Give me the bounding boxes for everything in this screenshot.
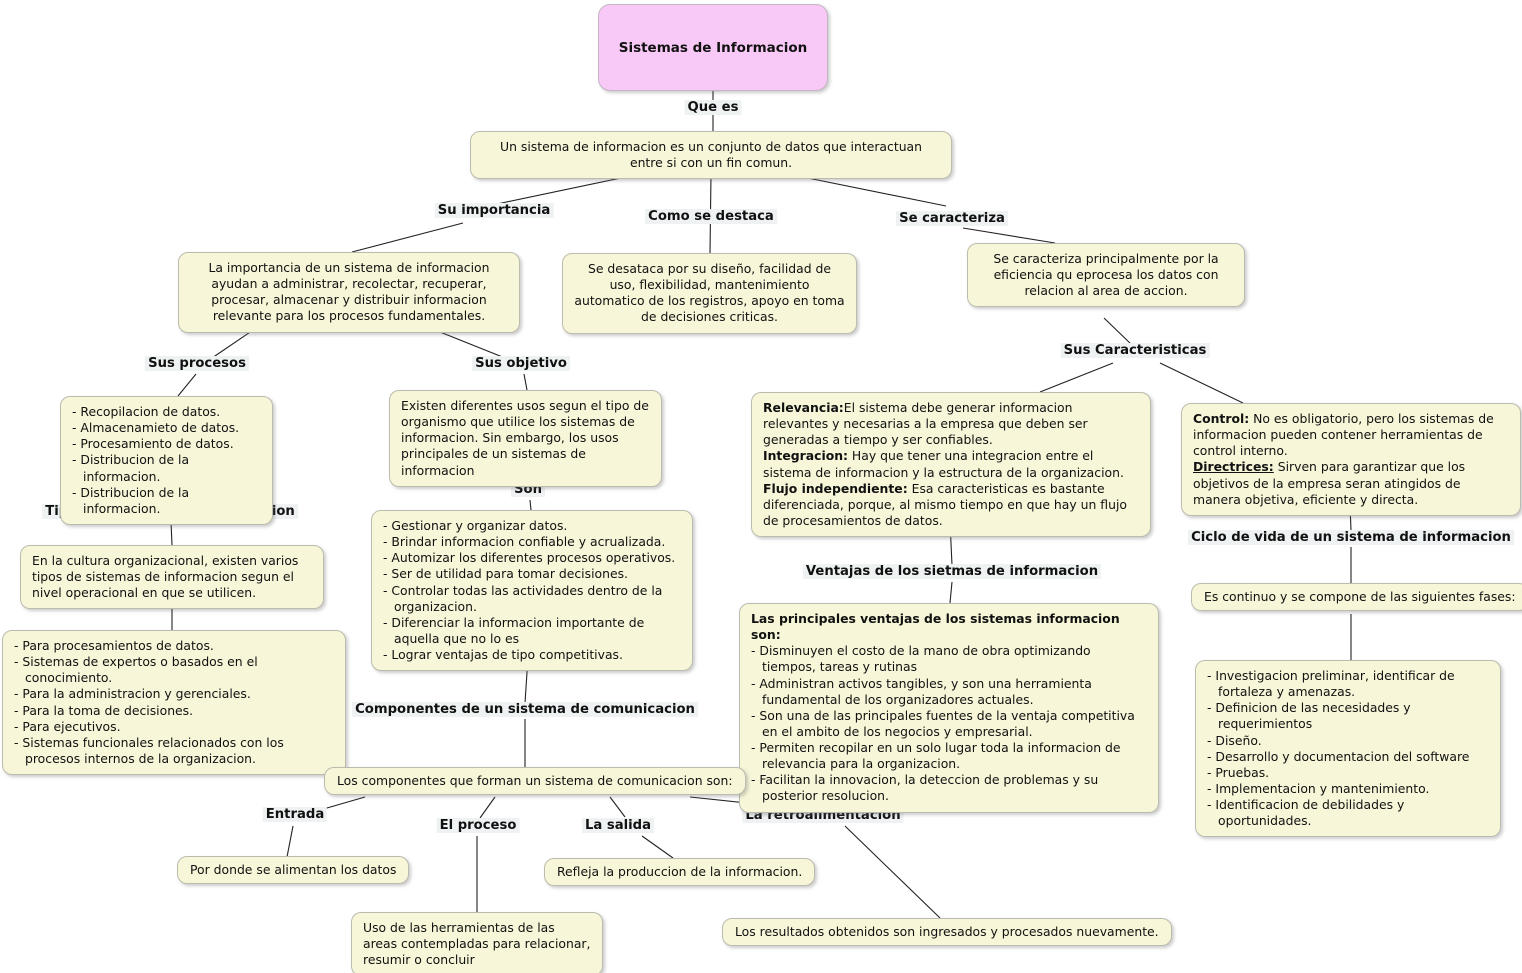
node-entrada-def[interactable]: Por donde se alimentan los datos bbox=[177, 856, 410, 885]
control-text: No es obligatorio, pero los sistemas de … bbox=[1193, 411, 1494, 459]
integracion-text: Hay que tener una integracion entre el s… bbox=[763, 448, 1124, 480]
node-caracteristicas-detalle[interactable]: Relevancia:El sistema debe generar infor… bbox=[751, 392, 1151, 537]
node-se-caracteriza[interactable]: Se caracteriza principalmente por la efi… bbox=[967, 243, 1245, 308]
list-item: - Automizar los diferentes procesos oper… bbox=[383, 550, 676, 566]
directrices-label: Directrices: bbox=[1193, 459, 1274, 475]
connector-line bbox=[170, 521, 173, 546]
link-label-que-es[interactable]: Que es bbox=[684, 100, 742, 115]
node-control-directrices[interactable]: Control: No es obligatorio, pero los sis… bbox=[1181, 403, 1521, 516]
integracion-label: Integracion: bbox=[763, 448, 848, 464]
node-tipos-lista[interactable]: - Para procesamientos de datos.- Sistema… bbox=[2, 630, 346, 775]
list-item: - Ser de utilidad para tomar decisiones. bbox=[383, 566, 628, 582]
connector-line bbox=[479, 796, 496, 819]
connector-line bbox=[609, 796, 626, 818]
connector-line bbox=[523, 373, 528, 391]
link-label-su-importancia[interactable]: Su importancia bbox=[434, 203, 554, 218]
node-ventajas[interactable]: Las principales ventajas de los sistemas… bbox=[739, 603, 1159, 813]
connector-line bbox=[1103, 317, 1134, 347]
link-label-ventajas[interactable]: Ventajas de los sietmas de informacion bbox=[802, 564, 1102, 579]
connector-line bbox=[844, 825, 941, 919]
list-item: - Pruebas. bbox=[1207, 764, 1270, 780]
root-title: Sistemas de Informacion bbox=[618, 39, 808, 56]
connector-line bbox=[962, 227, 1056, 244]
node-como-se-destaca[interactable]: Se desataca por su diseño, facilidad de … bbox=[562, 253, 857, 334]
caracteristica-control: Control: No es obligatorio, pero los sis… bbox=[1193, 411, 1509, 459]
node-componentes-intro[interactable]: Los componentes que forman un sistema de… bbox=[324, 767, 746, 796]
control-label: Control: bbox=[1193, 411, 1250, 426]
list-item: - Administran activos tangibles, y son u… bbox=[751, 675, 1092, 707]
list-item: - Permiten recopilar en un solo lugar to… bbox=[751, 740, 1121, 772]
connector-line bbox=[949, 581, 953, 604]
flujo-label: Flujo independiente: bbox=[763, 480, 908, 496]
connector-line bbox=[529, 499, 532, 511]
list-item: - Para la toma de decisiones. bbox=[14, 702, 194, 718]
link-label-como-se-destaca[interactable]: Como se destaca bbox=[645, 209, 777, 224]
list-item: - Distribucion de la informacion. bbox=[72, 484, 190, 516]
connector-line bbox=[351, 222, 464, 253]
caracteristica-flujo: Flujo independiente: Esa caracteristicas… bbox=[763, 481, 1139, 529]
connector-line bbox=[787, 173, 947, 207]
link-label-sus-procesos[interactable]: Sus procesos bbox=[145, 356, 249, 371]
flujo-text: Esa caracteristicas es bastante diferenc… bbox=[763, 480, 1127, 528]
list-item: - Brindar informacion confiable y acrual… bbox=[383, 534, 666, 550]
list-item: - Disminuyen el costo de la mano de obra… bbox=[751, 643, 1091, 675]
ventajas-lista: - Disminuyen el costo de la mano de obra… bbox=[751, 643, 1147, 804]
list-item: - Facilitan la innovacion, la deteccion … bbox=[751, 772, 1099, 804]
list-item: - Diseño. bbox=[1207, 732, 1262, 748]
list-item: - Diferenciar la informacion importante … bbox=[383, 614, 645, 646]
list-item: - Para procesamientos de datos. bbox=[14, 638, 214, 653]
list-item: - Implementacion y mantenimiento. bbox=[1207, 780, 1430, 796]
relevancia-text: El sistema debe generar informacion rele… bbox=[763, 400, 1088, 448]
node-importancia[interactable]: La importancia de un sistema de informac… bbox=[178, 252, 520, 333]
list-item: - Definicion de las necesidades y requer… bbox=[1207, 700, 1411, 732]
ventajas-heading: Las principales ventajas de los sistemas… bbox=[751, 611, 1120, 643]
list-item: - Son una de las principales fuentes de … bbox=[751, 707, 1135, 739]
node-ciclo-intro[interactable]: Es continuo y se compone de las siguient… bbox=[1191, 583, 1522, 612]
node-procesos-lista[interactable]: - Recopilacion de datos.- Almacenamieto … bbox=[60, 396, 273, 525]
caracteristica-integracion: Integracion: Hay que tener una integraci… bbox=[763, 448, 1139, 480]
relevancia-label: Relevancia: bbox=[763, 400, 844, 415]
node-son-lista[interactable]: - Gestionar y organizar datos.- Brindar … bbox=[371, 510, 693, 672]
link-label-sus-objetivo[interactable]: Sus objetivo bbox=[472, 356, 570, 371]
list-item: - Sistemas funcionales relacionados con … bbox=[14, 734, 284, 766]
node-retroalimentacion-def[interactable]: Los resultados obtenidos son ingresados … bbox=[722, 918, 1172, 947]
list-item: - Procesamiento de datos. bbox=[72, 436, 234, 452]
node-proceso-def[interactable]: Uso de las herramientas de las areas con… bbox=[351, 912, 603, 973]
list-item: - Recopilacion de datos. bbox=[72, 404, 221, 419]
node-fases-lista[interactable]: - Investigacion preliminar, identificar … bbox=[1195, 660, 1501, 838]
connector-line bbox=[286, 825, 294, 858]
link-label-ciclo-de-vida[interactable]: Ciclo de vida de un sistema de informaci… bbox=[1188, 530, 1514, 545]
list-item: - Investigacion preliminar, identificar … bbox=[1207, 668, 1455, 700]
list-item: - Controlar todas las actividades dentro… bbox=[383, 582, 663, 614]
list-item: - Distribucion de la informacion. bbox=[72, 452, 190, 484]
list-item: - Identificacion de debilidades y oportu… bbox=[1207, 797, 1405, 829]
node-tipos-intro[interactable]: En la cultura organizacional, existen va… bbox=[20, 545, 324, 610]
caracteristica-directrices: Directrices: Sirven para garantizar que … bbox=[1193, 459, 1509, 507]
link-label-el-proceso[interactable]: El proceso bbox=[436, 818, 520, 833]
link-label-sus-caracteristicas[interactable]: Sus Caracteristicas bbox=[1060, 343, 1210, 358]
link-label-componentes[interactable]: Componentes de un sistema de comunicacio… bbox=[352, 702, 698, 717]
list-item: - Para ejecutivos. bbox=[14, 718, 121, 734]
list-item: - Desarrollo y documentacion del softwar… bbox=[1207, 748, 1470, 764]
connector-line bbox=[1039, 362, 1114, 393]
connector-line bbox=[177, 373, 197, 397]
node-root-sistemas-de-informacion[interactable]: Sistemas de Informacion bbox=[598, 4, 828, 91]
link-label-se-caracteriza[interactable]: Se caracteriza bbox=[896, 211, 1008, 226]
link-label-la-salida[interactable]: La salida bbox=[581, 818, 655, 833]
connector-line bbox=[319, 796, 366, 811]
list-item: - Almacenamieto de datos. bbox=[72, 420, 240, 436]
list-item: - Lograr ventajas de tipo competitivas. bbox=[383, 647, 623, 662]
node-salida-def[interactable]: Refleja la produccion de la informacion. bbox=[544, 858, 816, 887]
node-definicion[interactable]: Un sistema de informacion es un conjunto… bbox=[470, 131, 952, 180]
list-item: - Sistemas de expertos o basados en el c… bbox=[14, 654, 258, 686]
node-objetivo[interactable]: Existen diferentes usos segun el tipo de… bbox=[389, 390, 662, 487]
link-label-entrada[interactable]: Entrada bbox=[262, 807, 328, 822]
list-item: - Para la administracion y gerenciales. bbox=[14, 686, 251, 702]
caracteristica-relevancia: Relevancia:El sistema debe generar infor… bbox=[763, 400, 1139, 448]
list-item: - Gestionar y organizar datos. bbox=[383, 518, 568, 533]
directrices-text: Sirven para garantizar que los objetivos… bbox=[1193, 459, 1466, 507]
connector-line bbox=[1159, 362, 1244, 404]
connector-line bbox=[641, 835, 674, 859]
